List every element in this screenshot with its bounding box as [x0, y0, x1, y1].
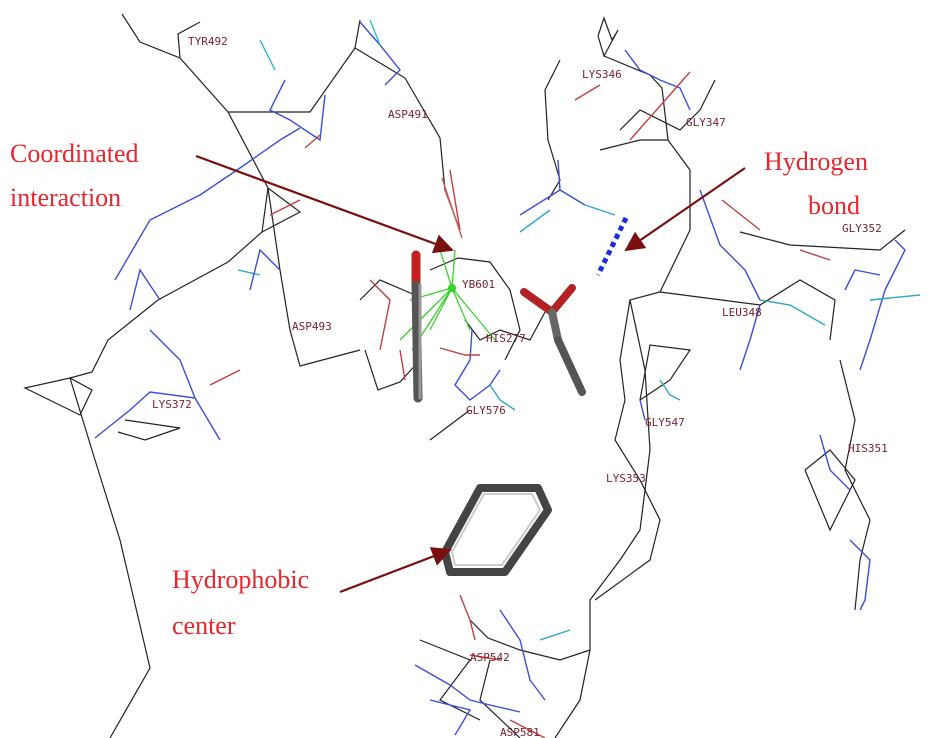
annotation-labels: Coordinated interaction Hydrogen bond Hy…: [10, 139, 868, 640]
arrow-hydrophobic: [339, 547, 452, 594]
residue-label-gly547: GLY547: [645, 416, 685, 429]
hydrogen-bond-line: [595, 216, 629, 277]
residue-label-lys346: LYS346: [582, 68, 622, 81]
yb-ion: [448, 284, 456, 292]
residue-label-gly576: GLY576: [466, 404, 506, 417]
residue-label-gly347: GLY347: [686, 116, 726, 129]
residue-labels: TYR492 ASP491 LYS346 GLY347 GLY352 YB601…: [152, 35, 888, 738]
side-chains: [94, 19, 921, 738]
annotation-arrows: [195, 154, 746, 594]
label-hydrogen-line2: bond: [808, 191, 860, 220]
residue-label-his277: HIS277: [486, 332, 526, 345]
residue-label-tyr492: TYR492: [188, 35, 228, 48]
residue-label-leu348: LEU348: [722, 306, 762, 319]
arrow-hydrogen-bond: [624, 167, 746, 252]
residue-label-yb601: YB601: [462, 278, 495, 291]
label-coordinated-line1: Coordinated: [10, 139, 139, 168]
phenyl-ring-highlight: [450, 493, 542, 566]
arrow-coordinated: [195, 154, 454, 254]
residue-label-asp491: ASP491: [388, 108, 428, 121]
label-hydrogen-line1: Hydrogen: [764, 147, 868, 176]
protein-backbone: [23, 13, 906, 738]
residue-label-lys353: LYS353: [606, 472, 646, 485]
residue-label-asp493: ASP493: [292, 320, 332, 333]
label-hydrophobic-line2: center: [172, 611, 236, 640]
label-hydrophobic-line1: Hydrophobic: [172, 565, 309, 594]
residue-label-lys372: LYS372: [152, 398, 192, 411]
ligand: [411, 250, 586, 403]
label-coordinated-line2: interaction: [10, 183, 121, 212]
residue-label-gly352: GLY352: [842, 222, 882, 235]
residue-label-asp581: ASP581: [500, 726, 540, 738]
residue-label-asp542: ASP542: [470, 651, 510, 664]
phenyl-ring: [441, 484, 552, 576]
metal-coordination-bonds: [399, 249, 496, 351]
residue-label-his351: HIS351: [848, 442, 888, 455]
